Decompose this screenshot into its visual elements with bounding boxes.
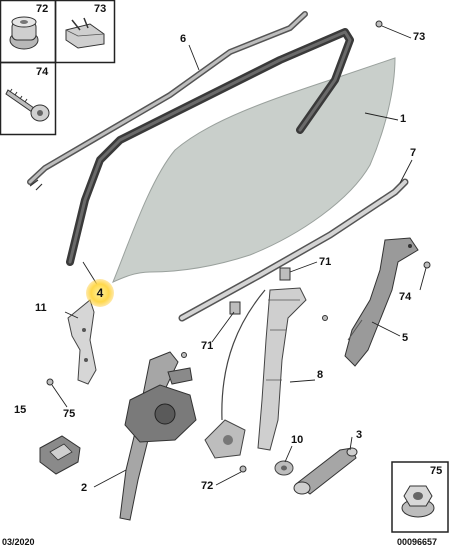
- callout-72: 72: [201, 480, 214, 492]
- rear-guide-rail: [344, 237, 419, 367]
- window-regulator: [204, 287, 307, 459]
- callout-15: 15: [14, 404, 27, 416]
- callout-74: 74: [399, 291, 412, 303]
- motor-regulator: [119, 351, 197, 521]
- flange-nut-75: [401, 485, 435, 518]
- callout-71-upper: 71: [319, 256, 332, 268]
- crank-handle: [293, 447, 358, 495]
- glass-run-channel: [66, 28, 354, 266]
- callout-11: 11: [35, 302, 47, 314]
- beltline-strip: [178, 178, 409, 322]
- window-glass: [112, 57, 396, 283]
- clip-nut-72: [9, 16, 39, 50]
- callout-73: 73: [413, 31, 426, 43]
- bolt-small: [322, 315, 328, 321]
- inset-box-73: [54, 0, 116, 64]
- front-bracket: [67, 299, 97, 385]
- nut-75-small: [46, 378, 54, 386]
- inset-label-75: 75: [430, 465, 443, 477]
- callout-7: 7: [410, 147, 417, 159]
- callout-10: 10: [291, 434, 304, 446]
- nut-72-small: [239, 465, 247, 473]
- callout-75: 75: [63, 408, 76, 420]
- callout-1: 1: [400, 113, 407, 125]
- footer-date: 03/2020: [2, 537, 35, 547]
- screw-73-small: [375, 20, 383, 28]
- callout-71-lower: 71: [201, 340, 214, 352]
- leader-lines: [51, 25, 427, 488]
- clip-71-lower: [229, 301, 241, 315]
- clip-73: [65, 17, 105, 49]
- callout-6: 6: [180, 33, 187, 45]
- window-switch: [39, 435, 81, 475]
- callout-8: 8: [317, 369, 324, 381]
- clip-71-upper: [279, 267, 291, 281]
- callout-2: 2: [81, 482, 88, 494]
- inset-label-73: 73: [94, 3, 107, 15]
- callout-5: 5: [402, 332, 409, 344]
- footer-ref: 00096657: [397, 537, 438, 547]
- outer-weatherstrip: [27, 11, 308, 191]
- callout-4: 4: [96, 286, 104, 300]
- inset-box-75: [391, 461, 449, 533]
- inset-label-72: 72: [36, 3, 49, 15]
- inset-box-74: [0, 61, 57, 136]
- washer: [274, 460, 294, 476]
- inset-label-74: 74: [36, 66, 49, 78]
- bolt-small: [181, 352, 187, 358]
- callout-4-highlight: 4: [86, 279, 114, 307]
- screw-74-small: [423, 261, 431, 269]
- screw-74: [5, 88, 50, 122]
- callout-3: 3: [356, 429, 363, 441]
